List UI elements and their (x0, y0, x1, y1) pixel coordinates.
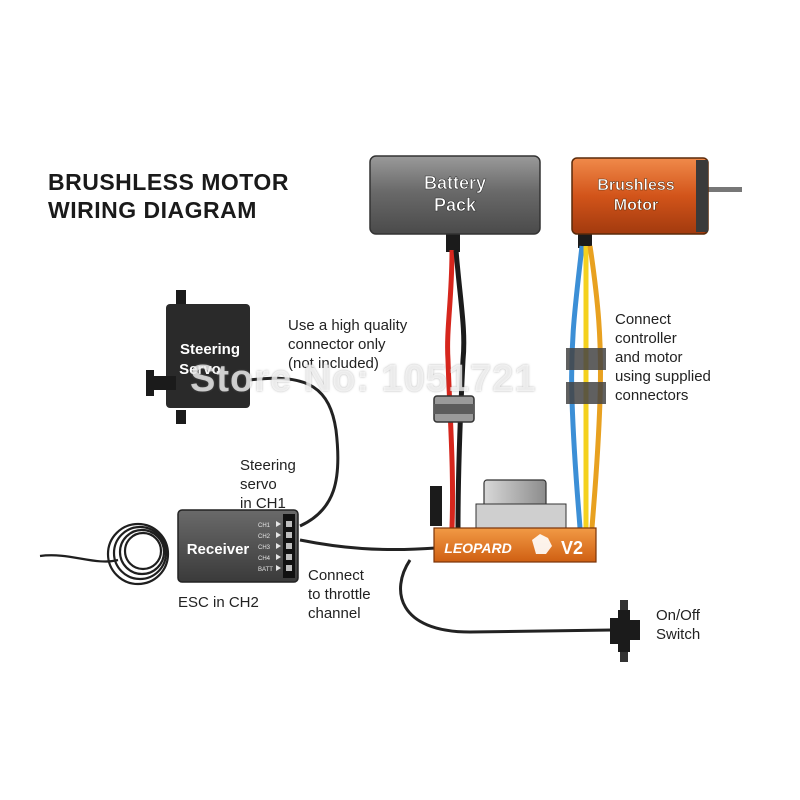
note-motor-line-4: using supplied (615, 368, 711, 385)
battery-pack: Battery Pack (369, 155, 541, 235)
servo-wire (249, 376, 340, 528)
motor-wires (566, 232, 606, 529)
receiver-channel-label: CH3 (258, 545, 271, 551)
note-switch-line-2: Switch (656, 626, 701, 643)
note-throttle: Connect to throttle channel (308, 566, 371, 623)
receiver-pin (286, 521, 292, 527)
channel-arrow-icon (276, 565, 281, 571)
receiver-channel-label: CH2 (258, 534, 271, 540)
note-throttle-line-1: Connect (308, 567, 364, 584)
channel-arrow-icon (276, 532, 281, 538)
battery-label-2: Pack (434, 195, 477, 215)
receiver-pin (286, 543, 292, 549)
servo-label-2: Servo (179, 361, 221, 378)
note-steering-ch1: Steering servo in CH1 (240, 456, 296, 513)
note-connector-line-3: (not included) (288, 355, 379, 372)
esc-controller: LEOPARD V2 (430, 479, 597, 563)
note-motor-line-1: Connect (615, 311, 671, 328)
motor-label-1: Brushless (597, 177, 674, 194)
note-steering-line-3: in CH1 (240, 495, 286, 512)
channel-arrow-icon (276, 543, 281, 549)
on-off-switch (610, 600, 640, 662)
battery-label-1: Battery (424, 173, 486, 193)
note-motor-line-2: controller (615, 330, 677, 347)
receiver-channel-label: BATT (258, 567, 273, 573)
note-esc-ch2: ESC in CH2 (178, 593, 259, 612)
title-line-1: BRUSHLESS MOTOR (48, 169, 289, 195)
esc-brand: LEOPARD (444, 540, 511, 556)
note-switch: On/Off Switch (656, 606, 700, 644)
note-motor-line-3: and motor (615, 349, 683, 366)
note-switch-line-1: On/Off (656, 607, 700, 624)
receiver-channel-label: CH1 (258, 523, 271, 529)
note-motor-connect: Connect controller and motor using suppl… (615, 310, 711, 405)
battery-wires (433, 232, 475, 529)
steering-servo: Steering Servo (146, 290, 250, 424)
note-connector: Use a high quality connector only (not i… (288, 316, 407, 373)
note-steering-line-1: Steering (240, 457, 296, 474)
brushless-motor: Brushless Motor (571, 157, 742, 235)
antenna-coil (39, 522, 170, 586)
leopard-logo-icon (532, 534, 552, 554)
note-steering-line-2: servo (240, 476, 277, 493)
note-throttle-line-3: channel (308, 605, 361, 622)
title-line-2: WIRING DIAGRAM (48, 197, 257, 223)
note-esc-ch2-line: ESC in CH2 (178, 594, 259, 611)
diagram-title: BRUSHLESS MOTOR WIRING DIAGRAM (48, 168, 289, 224)
esc-version: V2 (561, 538, 583, 558)
motor-label-2: Motor (614, 197, 658, 214)
receiver-label: Receiver (187, 541, 250, 558)
note-motor-line-5: connectors (615, 387, 689, 404)
note-connector-line-2: connector only (288, 336, 386, 353)
store-watermark: Store No: 1051721 (190, 358, 537, 400)
receiver-pin (286, 565, 292, 571)
servo-label-1: Steering (180, 341, 240, 358)
receiver-channel-label: CH4 (258, 556, 271, 562)
receiver-pin (286, 532, 292, 538)
channel-arrow-icon (276, 554, 281, 560)
channel-arrow-icon (276, 521, 281, 527)
receiver-esc-wire (299, 538, 437, 552)
note-connector-line-1: Use a high quality (288, 317, 408, 334)
receiver-pin (286, 554, 292, 560)
switch-wire (399, 559, 613, 634)
note-throttle-line-2: to throttle (308, 586, 371, 603)
